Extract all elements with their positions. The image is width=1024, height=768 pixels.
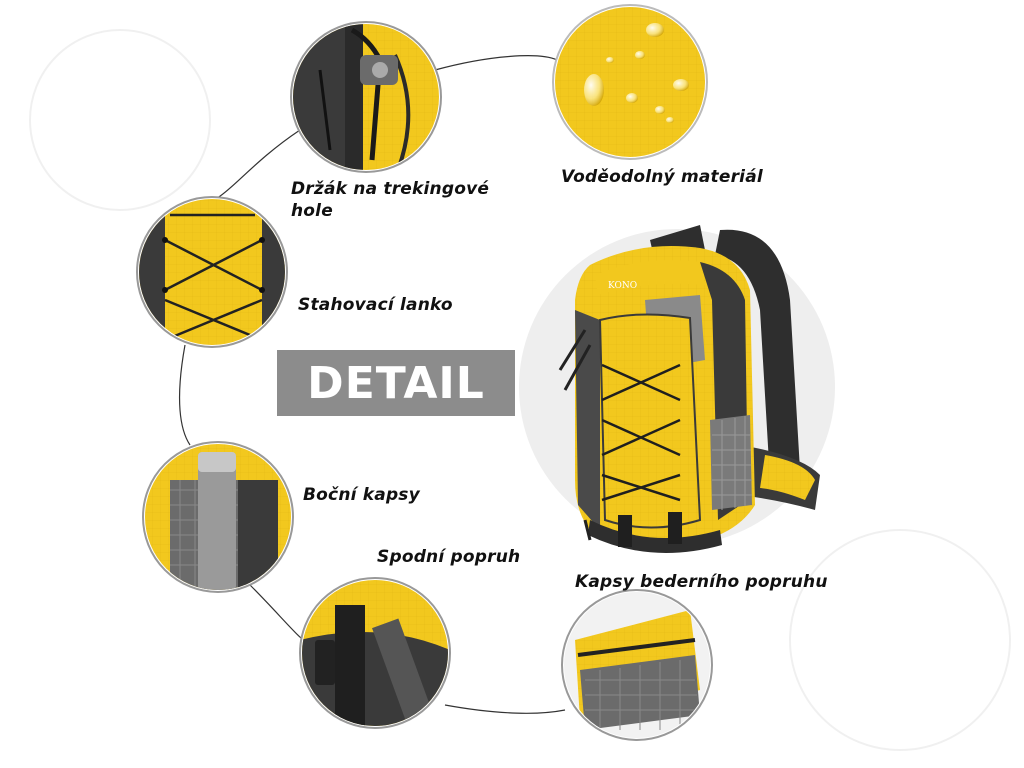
background-watermark	[29, 29, 1011, 751]
detail-banner: DETAIL	[277, 350, 515, 416]
detail-circle-hip-belt-pockets	[561, 589, 713, 741]
detail-circle-side-pockets	[142, 441, 294, 593]
label-bottom-strap: Spodní popruh	[377, 547, 521, 567]
label-side-pockets: Boční kapsy	[303, 485, 420, 505]
detail-circle-waterproof	[552, 4, 708, 160]
label-drawcord: Stahovací lanko	[298, 295, 453, 315]
detail-circle-drawcord	[136, 196, 288, 348]
main-backpack-image: KONO	[519, 225, 835, 553]
label-waterproof: Voděodolný materiál	[561, 167, 763, 187]
brand-logo: KONO	[608, 281, 637, 291]
detail-banner-text: DETAIL	[307, 357, 485, 409]
detail-circle-pole-holder	[290, 21, 442, 173]
detail-circle-bottom-strap	[299, 577, 451, 729]
label-pole-holder: Držák na trekingové hole	[291, 179, 490, 221]
label-hip-belt-pockets: Kapsy bederního popruhu	[575, 572, 828, 592]
connector-line	[178, 55, 566, 714]
